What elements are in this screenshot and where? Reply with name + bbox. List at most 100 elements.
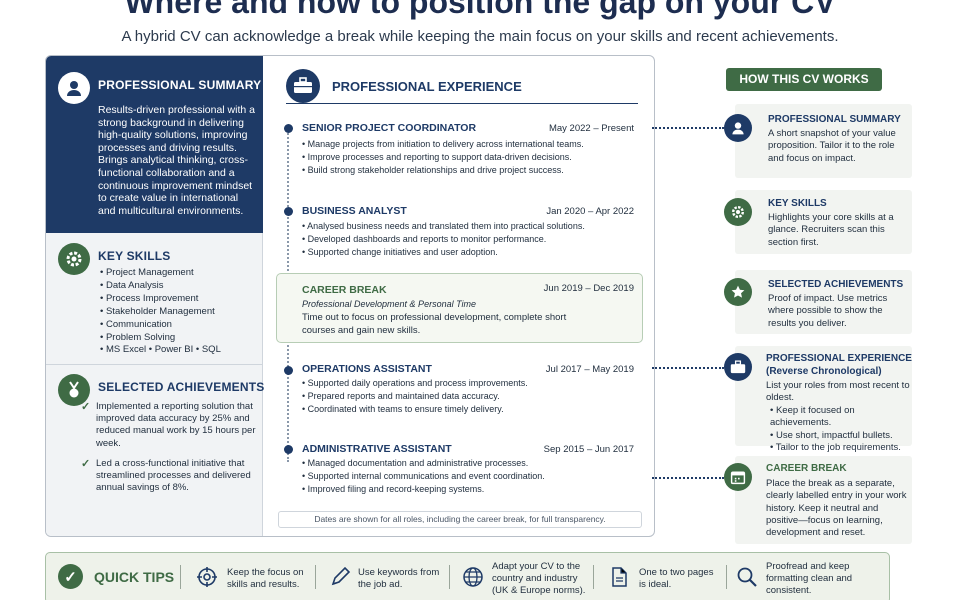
gear-icon xyxy=(58,243,90,275)
role-bullets: Analysed business needs and translated t… xyxy=(302,220,585,259)
how-panel xyxy=(735,456,912,544)
quick-tips-bar: ✓ QUICK TIPS Keep the focus on skills an… xyxy=(45,552,890,600)
person-icon xyxy=(724,114,752,142)
summary-heading: PROFESSIONAL SUMMARY xyxy=(98,78,262,92)
list-item: Manage projects from initiation to deliv… xyxy=(302,138,584,151)
list-item: Supported daily operations and process i… xyxy=(302,377,528,390)
magnifier-icon xyxy=(737,567,757,587)
achievement-item: ✓Implemented a reporting solution that i… xyxy=(81,401,256,449)
how-panel xyxy=(735,270,912,334)
role-dates: Sep 2015 – Jun 2017 xyxy=(543,444,634,455)
tip-text: Use keywords from the job ad. xyxy=(358,567,440,590)
list-item: Stakeholder Management xyxy=(100,306,221,319)
list-item: Improved filing and record-keeping syste… xyxy=(302,483,545,496)
list-item: • Keep it focused on achievements. xyxy=(770,405,855,429)
divider xyxy=(315,565,316,589)
page-title: Where and how to position the gap on you… xyxy=(124,0,836,20)
connector-line xyxy=(652,367,724,369)
career-break-entry xyxy=(276,273,643,343)
list-item: Communication xyxy=(100,319,221,332)
how-item-bullets: • Keep it focused on achievements. • Use… xyxy=(770,405,915,454)
target-icon xyxy=(197,567,217,587)
achievement-item: ✓Led a cross-functional initiative that … xyxy=(81,458,251,494)
how-item-heading: CAREER BREAK xyxy=(766,463,847,474)
career-break-title: CAREER BREAK xyxy=(302,284,387,296)
cv-preview: PROFESSIONAL SUMMARY Results-driven prof… xyxy=(45,55,655,537)
role-title: SENIOR PROJECT COORDINATOR xyxy=(302,122,477,134)
list-item: Prepared reports and maintained data acc… xyxy=(302,390,528,403)
list-item: • Tailor to the job requirements. xyxy=(770,441,901,453)
summary-text: Results-driven professional with a stron… xyxy=(98,104,255,217)
role-bullets: Supported daily operations and process i… xyxy=(302,377,528,416)
calendar-icon xyxy=(724,463,752,491)
how-item-subheading: (Reverse Chronological) xyxy=(766,366,882,377)
role-bullets: Manage projects from initiation to deliv… xyxy=(302,138,584,177)
list-item: Problem Solving xyxy=(100,332,221,345)
how-item-text: Proof of impact. Use metrics where possi… xyxy=(768,293,888,329)
pencil-icon xyxy=(331,566,351,586)
list-item: Process Improvement xyxy=(100,293,221,306)
divider xyxy=(46,364,263,365)
check-icon: ✓ xyxy=(58,564,83,589)
connector-line xyxy=(652,127,724,129)
how-item-heading: SELECTED ACHIEVEMENTS xyxy=(768,279,904,290)
career-break-description: Time out to focus on professional develo… xyxy=(302,312,567,336)
skills-list: Project Management Data Analysis Process… xyxy=(100,267,221,357)
globe-icon xyxy=(463,567,483,587)
tip-text: Keep the focus on skills and results. xyxy=(227,567,304,590)
career-break-subtitle: Professional Development & Personal Time xyxy=(302,299,477,309)
timeline-dot xyxy=(284,207,293,216)
tip-text: One to two pages is ideal. xyxy=(639,567,714,590)
timeline-dot xyxy=(284,445,293,454)
cv-left-column: PROFESSIONAL SUMMARY Results-driven prof… xyxy=(46,56,265,536)
briefcase-icon xyxy=(724,353,752,381)
quick-tips-title: QUICK TIPS xyxy=(94,569,175,585)
role-dates: Jul 2017 – May 2019 xyxy=(545,364,634,375)
how-item-text: Place the break as a separate, clearly l… xyxy=(766,478,907,539)
role-title: OPERATIONS ASSISTANT xyxy=(302,363,432,375)
list-item: Supported change initiatives and user ad… xyxy=(302,246,585,259)
experience-heading: PROFESSIONAL EXPERIENCE xyxy=(332,79,522,94)
list-item: Build strong stakeholder relationships a… xyxy=(302,164,584,177)
list-item: Supported internal communications and ev… xyxy=(302,470,545,483)
divider xyxy=(180,565,181,589)
career-break-dates: Jun 2019 – Dec 2019 xyxy=(543,283,634,294)
transparency-note: Dates are shown for all roles, including… xyxy=(278,511,642,528)
divider xyxy=(286,103,638,104)
medal-icon xyxy=(58,374,90,406)
briefcase-icon xyxy=(286,69,320,103)
how-item-heading: PROFESSIONAL SUMMARY xyxy=(768,114,901,125)
timeline-dot xyxy=(284,124,293,133)
person-icon xyxy=(58,72,90,104)
list-item: Analysed business needs and translated t… xyxy=(302,220,585,233)
role-bullets: Managed documentation and administrative… xyxy=(302,457,545,496)
tip-text: Adapt your CV to the country and industr… xyxy=(492,561,586,596)
skills-heading: KEY SKILLS xyxy=(98,249,171,263)
check-icon: ✓ xyxy=(81,401,91,413)
list-item: Managed documentation and administrative… xyxy=(302,457,545,470)
role-dates: May 2022 – Present xyxy=(548,123,634,134)
how-panel xyxy=(735,104,912,178)
how-panel xyxy=(735,346,912,446)
list-item: Data Analysis xyxy=(100,280,221,293)
timeline-dot xyxy=(284,366,293,375)
role-title: BUSINESS ANALYST xyxy=(302,205,407,217)
gear-icon xyxy=(724,198,752,226)
divider xyxy=(726,565,727,589)
summary-section: PROFESSIONAL SUMMARY Results-driven prof… xyxy=(46,56,263,233)
tip-text: Proofread and keep formatting clean and … xyxy=(766,561,853,596)
list-item: Developed dashboards and reports to moni… xyxy=(302,233,585,246)
achievements-heading: SELECTED ACHIEVEMENTS xyxy=(98,380,265,394)
page-subtitle: A hybrid CV can acknowledge a break whil… xyxy=(121,28,839,45)
list-item: Project Management xyxy=(100,267,221,280)
star-icon xyxy=(724,278,752,306)
how-item-heading: PROFESSIONAL EXPERIENCE xyxy=(766,353,912,364)
connector-line xyxy=(652,477,724,479)
how-this-cv-works-button[interactable]: HOW THIS CV WORKS xyxy=(726,68,882,91)
how-item-text: A short snapshot of your value propositi… xyxy=(768,128,896,164)
document-icon xyxy=(612,567,627,587)
how-item-heading: KEY SKILLS xyxy=(768,198,827,209)
divider xyxy=(593,565,594,589)
check-icon: ✓ xyxy=(81,458,91,470)
list-item: Improve processes and reporting to suppo… xyxy=(302,151,584,164)
